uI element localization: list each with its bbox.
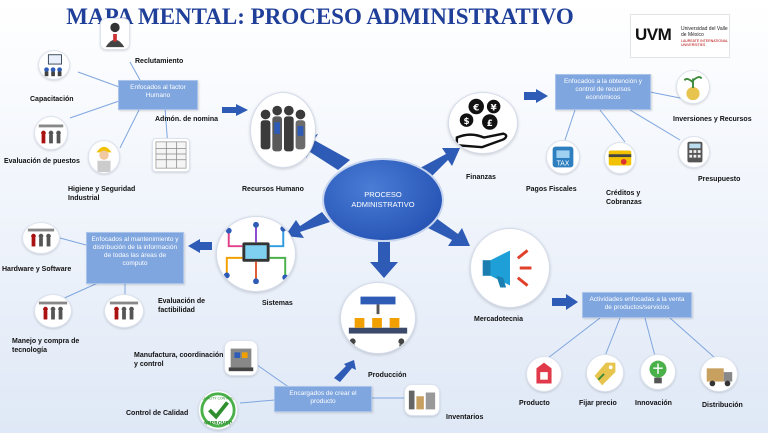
fin-item-creditos: Créditos y Cobranzas [606,190,642,206]
rh-label: Recursos Humano [242,186,304,193]
fin-item-presupuesto: Presupuesto [698,176,741,183]
people-group-icon [260,105,306,152]
sis-item-hardware: Hardware y Software [2,266,72,273]
mercadotecnia-label: Mercadotecnia [474,316,524,323]
fin-item-inversiones: Inversiones y Recursos [673,116,752,123]
logo-mark: UVM [635,25,672,44]
produccion-image [340,282,416,354]
arrow-fin-box [524,89,548,103]
svg-text:$: $ [464,117,470,127]
rh-item-evaluacion: Evaluación de puestos [4,158,80,165]
credit-icon [604,142,636,174]
svg-text:¥: ¥ [491,103,497,113]
rh-item-capacitacion: Capacitación [30,96,74,103]
finanzas-box: Enfocados a la obtención y control de re… [555,74,651,110]
badge-word: APPROVED [203,420,232,426]
mer-item-producto: Producto [519,400,550,407]
uvm-logo: UVM Universidad del Valle de México LAUR… [630,14,730,58]
sis-item-manejo: Manejo y compra de tecnología [12,338,80,354]
investment-plant-icon [676,70,710,104]
rh-box: Enfocados al factor Humano [118,80,198,110]
produccion-box: Encargados de crear el producto [274,386,372,412]
logo-text: Universidad del Valle de México [681,26,728,38]
distribution-icon [700,356,738,392]
rh-image [250,92,316,168]
prod-item-calidad: Control de Calidad [126,410,189,417]
product-icon [526,356,562,392]
mer-item-innovacion: Innovación [635,400,672,407]
hardware-icon [22,222,60,254]
price-tag-icon [586,354,624,392]
sis-item-factibilidad: Evaluación de factibilidad [158,298,206,314]
arrow-to-sistemas [285,212,330,238]
sistemas-box: Enfocados al mantenimiento y distribució… [86,232,184,284]
budget-calculator-icon [678,136,710,168]
finanzas-label: Finanzas [466,174,496,181]
arrow-to-produccion [370,242,398,278]
evaluation-icon [34,116,68,150]
sistemas-image [216,216,296,292]
training-icon [38,50,70,80]
feasibility-icon [104,294,144,328]
page-title: MAPA MENTAL: PROCESO ADMINISTRATIVO [66,4,574,29]
recruiter-icon [100,18,130,50]
badge-text: QUALITY CONTROL [202,397,234,401]
money-hand-icon: € ¥ $ £ [455,98,508,149]
arrow-sis-box [188,239,212,253]
center-node: PROCESO ADMINISTRATIVO [324,160,442,240]
rh-item-reclutamiento: Reclutamiento [135,58,184,65]
svg-text:£: £ [487,119,493,129]
mer-item-distribucion: Distribución [702,402,743,409]
logo-subtext: LAUREATE INTERNATIONAL UNIVERSITIES [681,39,728,47]
arrow-to-finanzas [420,148,460,178]
payroll-sheet-icon [152,138,190,172]
network-computer-icon [223,221,289,285]
mercadotecnia-image [470,228,550,308]
prod-item-inventarios: Inventarios [446,414,484,421]
mer-item-precio: Fijar precio [579,400,617,407]
quality-approved-icon: QUALITY CONTROL APPROVED [198,390,238,430]
megaphone-icon [482,249,532,288]
worker-safety-icon [88,140,120,174]
arrows [188,89,578,382]
inventory-icon [404,384,440,416]
rh-item-higiene: Higiene y Seguridad Industrial [68,186,136,202]
prod-item-manufactura: Manufactura, coordinación y control [134,352,224,368]
center-label: PROCESO ADMINISTRATIVO [351,190,415,209]
tech-purchase-icon [34,294,72,328]
innovation-bulb-icon [640,354,676,390]
manufacturing-icon [224,340,258,376]
fin-item-pagos: Pagos Fiscales [526,186,577,193]
finanzas-image: € ¥ $ £ [448,92,518,154]
sistemas-label: Sistemas [262,300,293,307]
factory-line-icon [348,296,408,351]
mercadotecnia-box: Actividades enfocadas a la venta de prod… [582,292,692,318]
arrow-to-mercadotecnia [428,218,470,246]
arrow-mer-box [552,294,578,310]
rh-item-nomina: Admón. de nomina [155,116,218,123]
produccion-label: Producción [368,372,407,379]
arrow-rh-box [222,104,248,116]
arrow-prod-box [334,360,356,382]
svg-text:€: € [472,103,479,113]
svg-text:TAX: TAX [556,159,570,167]
tax-payment-icon: TAX [546,140,580,174]
